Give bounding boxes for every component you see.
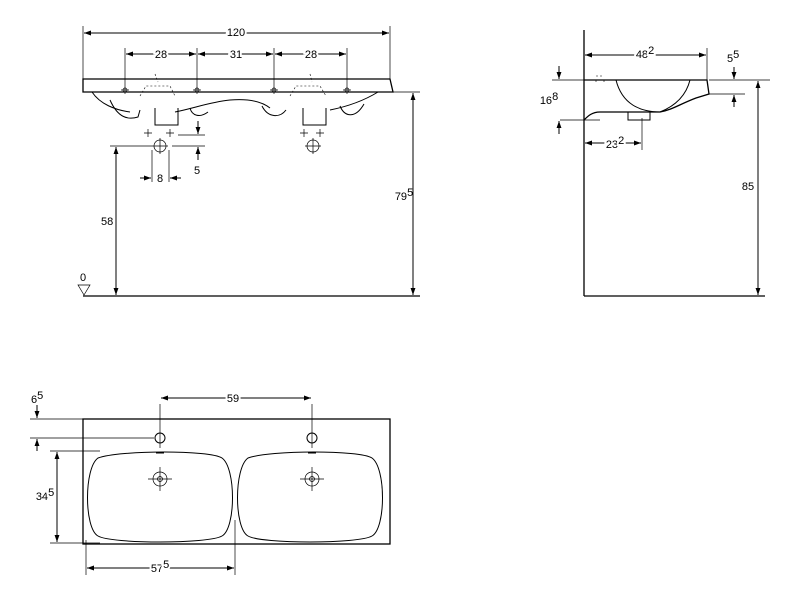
right-drain [302, 108, 327, 126]
floor-zero-label: 0 [80, 272, 86, 284]
right-bowl-front [261, 105, 287, 116]
label-bowl-width: 575 [151, 559, 169, 575]
right-bowl-plan [237, 451, 383, 543]
plan-outline [82, 418, 391, 545]
left-bowl-front [109, 99, 141, 119]
label-height-drain: 58 [101, 216, 113, 228]
right-bowl-back [339, 103, 365, 116]
side-basin-profile [583, 79, 710, 121]
side-tap-hidden [595, 75, 605, 84]
label-spacing-left: 28 [155, 49, 167, 61]
side-drain [627, 112, 651, 121]
label-width-total: 120 [227, 27, 245, 39]
side-view: 482 55 168 232 85 [540, 30, 770, 297]
label-tap-offset: 65 [31, 390, 43, 406]
floor-zero-marker [77, 284, 91, 296]
label-height-rim: 795 [395, 187, 413, 203]
label-drain-depth: 232 [606, 135, 624, 151]
drain-fixing-symbols [144, 129, 324, 154]
plan-view: 59 65 345 575 [30, 390, 391, 577]
label-bowl-height: 168 [540, 91, 558, 107]
label-side-depth: 482 [636, 45, 654, 61]
label-rim-offset: 55 [727, 49, 739, 65]
label-tap-spacing: 59 [227, 393, 239, 405]
label-bowl-depth: 345 [36, 487, 54, 503]
left-bowl-plan [87, 451, 233, 543]
label-spacing-right: 28 [305, 49, 317, 61]
label-spacing-mid: 31 [230, 49, 242, 61]
front-view: 0 [77, 25, 420, 297]
label-total-height: 85 [742, 181, 754, 193]
left-drain [154, 108, 179, 126]
left-tap-hidden [139, 85, 176, 97]
left-bowl-back [189, 107, 209, 116]
label-drain-offset: 5 [194, 165, 200, 177]
right-tap-hidden [289, 85, 327, 97]
tap-hole-crosses [121, 86, 351, 94]
label-drain-width: 8 [157, 173, 163, 185]
tap-centres-hidden [154, 73, 313, 83]
side-bowl-curve [615, 79, 691, 113]
plan-drains [148, 467, 324, 491]
basin-underside [91, 91, 379, 113]
